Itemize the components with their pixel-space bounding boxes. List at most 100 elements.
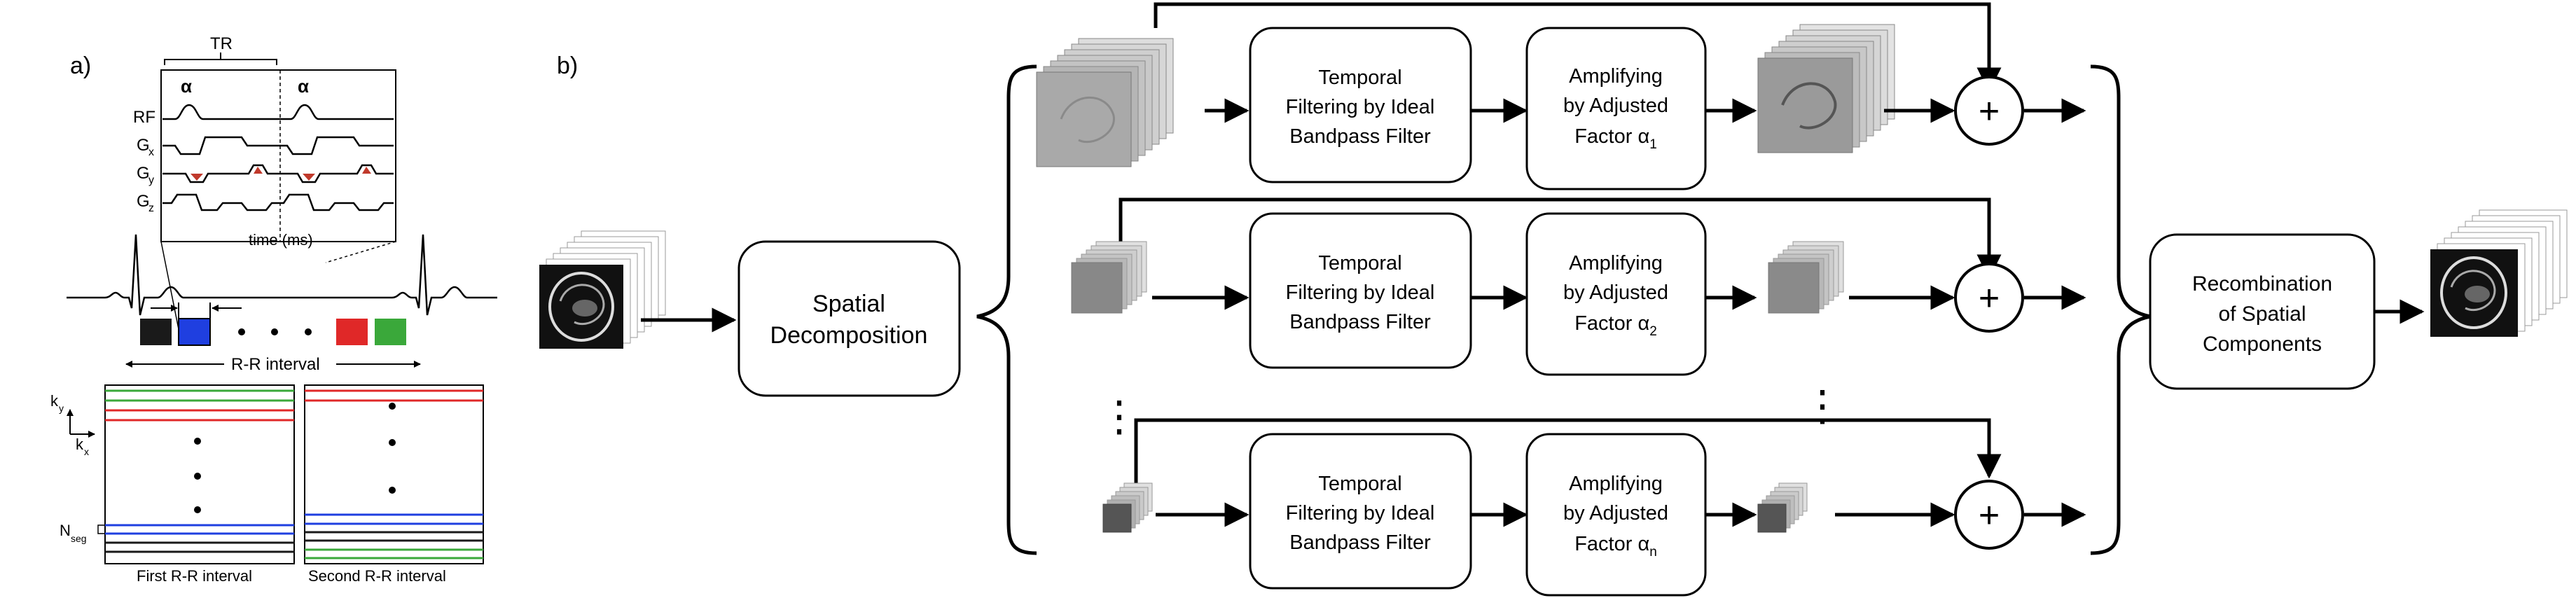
temporal-filter-n-line3: Bandpass Filter bbox=[1289, 531, 1431, 554]
amplify-box-2 bbox=[1525, 212, 1707, 376]
amplify-n-sub: n bbox=[1649, 545, 1657, 559]
panel-a-label: a) bbox=[70, 53, 91, 79]
first-rr-label: First R-R interval bbox=[137, 567, 252, 585]
sum-node-n-plus: + bbox=[1979, 495, 2000, 536]
nseg-sub: seg bbox=[71, 533, 87, 544]
gy-blip-2 bbox=[254, 167, 263, 174]
temporal-filter-2-line2: Filtering by Ideal bbox=[1286, 281, 1435, 304]
row-label-gx-sub: x bbox=[148, 146, 154, 158]
recombination-line3: Components bbox=[2203, 333, 2322, 356]
right-brace bbox=[2090, 64, 2151, 555]
second-rr-label: Second R-R interval bbox=[308, 567, 446, 585]
amplify-1-line1: Amplifying bbox=[1569, 65, 1663, 88]
vdots-right: ⋮ bbox=[1801, 382, 1843, 429]
sum-node-n bbox=[1954, 480, 2024, 550]
zoom-line-left bbox=[160, 241, 179, 330]
kspace-first bbox=[104, 384, 295, 564]
segment-dot-1 bbox=[238, 328, 245, 335]
kspace-second bbox=[304, 384, 484, 564]
gx-waveform bbox=[162, 136, 394, 155]
row-label-gy: G bbox=[137, 164, 150, 183]
level-2-stack bbox=[1071, 241, 1147, 314]
amplify-box-1 bbox=[1525, 27, 1707, 190]
temporal-filter-box-n bbox=[1249, 433, 1472, 590]
zoom-line-right bbox=[325, 241, 396, 263]
panel-a: a) TR α α RF G x G y G z bbox=[50, 34, 497, 585]
recombination-line2: of Spatial bbox=[2218, 303, 2306, 326]
segment-blue bbox=[178, 318, 211, 346]
alpha-label-1: α bbox=[181, 76, 192, 97]
amplify-2-line2: by Adjusted bbox=[1563, 281, 1668, 304]
sum-node-2 bbox=[1954, 263, 2024, 333]
row-label-gy-sub: y bbox=[148, 174, 154, 186]
temporal-filter-2-line1: Temporal bbox=[1318, 252, 1401, 274]
amplify-2-sub: 2 bbox=[1649, 324, 1657, 339]
temporal-filter-n-line2: Filtering by Ideal bbox=[1286, 502, 1435, 524]
pulse-sequence-diagram: TR α α RF G x G y G z time (ms) bbox=[133, 34, 396, 330]
temporal-filter-1-line3: Bandpass Filter bbox=[1289, 125, 1431, 148]
pyramid-row-n: Temporal Filtering by Ideal Bandpass Fil… bbox=[1102, 418, 2086, 597]
row-label-gz-sub: z bbox=[148, 202, 154, 214]
amplify-1-line2: by Adjusted bbox=[1563, 95, 1668, 117]
sum-node-2-plus: + bbox=[1979, 278, 2000, 319]
kx-sub: x bbox=[84, 446, 89, 457]
amplify-n-line1: Amplifying bbox=[1569, 473, 1663, 495]
pyramid-row-1: Temporal Filtering by Ideal Bandpass Fil… bbox=[1036, 2, 2086, 190]
temporal-filter-box-1 bbox=[1249, 27, 1472, 183]
sequence-frame bbox=[160, 69, 396, 242]
kspace-axes: k y k x bbox=[50, 392, 95, 457]
row-label-gx: G bbox=[137, 136, 150, 155]
panel-b-label: b) bbox=[557, 53, 578, 79]
kx-label: k bbox=[76, 436, 84, 453]
segment-row bbox=[140, 303, 406, 346]
amplify-2-line1: Amplifying bbox=[1569, 252, 1663, 274]
panel-b: b) Spatial Decomposition bbox=[539, 2, 2568, 597]
ky-sub: y bbox=[59, 403, 64, 414]
temporal-filter-1-line1: Temporal bbox=[1318, 67, 1401, 89]
segment-red bbox=[336, 319, 368, 345]
spatial-decomposition-box bbox=[738, 240, 961, 397]
left-brace bbox=[976, 64, 1037, 555]
level-1-stack bbox=[1036, 38, 1174, 167]
sum-node-1 bbox=[1954, 76, 2024, 146]
ky-label: k bbox=[50, 392, 59, 410]
amplified-level-2-stack bbox=[1768, 241, 1844, 314]
nseg-bracket bbox=[97, 524, 105, 534]
spatial-decomposition-line2: Decomposition bbox=[770, 322, 928, 349]
rf-waveform bbox=[162, 104, 394, 120]
nseg-label: N bbox=[60, 522, 71, 539]
gz-waveform bbox=[162, 193, 394, 211]
gy-blip-3 bbox=[303, 174, 315, 181]
alpha-label-2: α bbox=[298, 76, 309, 97]
amplify-n-line3: Factor αn bbox=[1574, 533, 1657, 559]
temporal-filter-box-2 bbox=[1249, 212, 1472, 369]
pyramid-row-2: Temporal Filtering by Ideal Bandpass Fil… bbox=[1071, 197, 2086, 376]
row-label-rf: RF bbox=[133, 108, 155, 127]
ecg-trace bbox=[67, 234, 497, 316]
segment-black bbox=[140, 319, 172, 345]
amplify-1-sub: 1 bbox=[1649, 137, 1657, 152]
amplified-level-1-stack bbox=[1757, 24, 1895, 153]
gy-blip-4 bbox=[362, 167, 371, 174]
gy-blip-1 bbox=[191, 174, 203, 181]
amplify-n-line2: by Adjusted bbox=[1563, 502, 1668, 524]
vdots-left: ⋮ bbox=[1098, 393, 1140, 440]
sum-node-1-plus: + bbox=[1979, 91, 2000, 132]
tr-brace bbox=[164, 53, 277, 65]
input-image-stack bbox=[539, 230, 666, 349]
tr-label: TR bbox=[210, 34, 233, 53]
output-image-stack bbox=[2430, 209, 2568, 337]
gy-waveform bbox=[162, 164, 394, 183]
time-axis-label: time (ms) bbox=[249, 231, 313, 249]
temporal-filter-2-line3: Bandpass Filter bbox=[1289, 311, 1431, 333]
temporal-filter-1-line2: Filtering by Ideal bbox=[1286, 96, 1435, 118]
recombination-line1: Recombination bbox=[2192, 272, 2332, 295]
segment-dot-3 bbox=[305, 328, 312, 335]
segment-dot-2 bbox=[271, 328, 278, 335]
rr-interval-label: R-R interval bbox=[231, 355, 320, 374]
temporal-filter-n-line1: Temporal bbox=[1318, 473, 1401, 495]
segment-green bbox=[375, 319, 406, 345]
amplified-level-n-stack bbox=[1757, 482, 1808, 533]
row-label-gz: G bbox=[137, 192, 150, 211]
